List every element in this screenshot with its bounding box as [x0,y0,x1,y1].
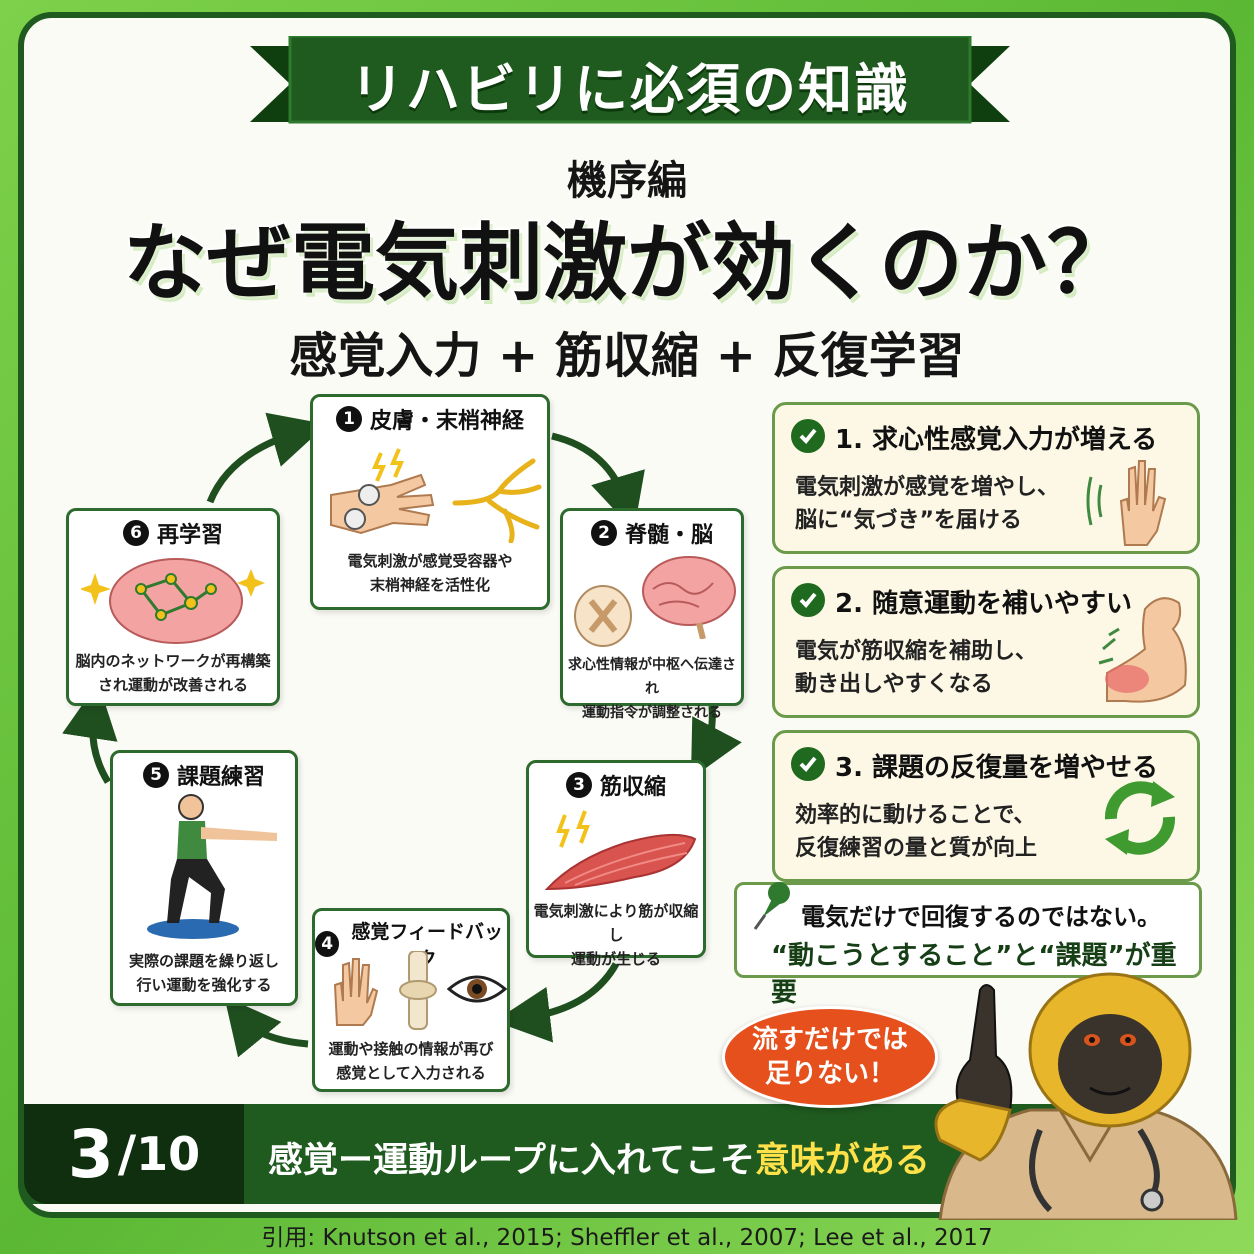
benefit-card-1: 1. 求心性感覚入力が増える 電気刺激が感覚を増やし、 脳に“気づき”を届ける [772,402,1200,554]
step-desc: 求心性情報が中枢へ伝達され 運動指令が調整される [568,657,736,721]
step-number: 4 [315,931,340,957]
benefit-body: 電気刺激が感覚を増やし、 脳に“気づき”を届ける [795,475,1060,533]
step-2-card: 2 脊髄・脳 求心性情報が中枢へ伝達され 運動指令が調整される [560,508,744,721]
arrow-6-1 [206,412,327,504]
tagline-highlight: 意味がある [754,1141,930,1181]
check-icon [791,747,825,781]
brain-icon [642,556,736,639]
note-line-2: “動こうとすること”と“課題”が重要 [771,941,1177,1008]
person-squat-icon [147,794,277,939]
eye-icon [447,975,507,1003]
step-number: 2 [590,520,617,546]
step-desc: 電気刺激が感覚受容器や 末梢神経を活性化 [347,552,513,594]
check-icon [791,583,825,617]
step-number: 6 [122,520,149,546]
tagline: 感覚ー運動ループに入れてこそ意味がある [268,1132,930,1183]
arrow-3-4 [494,962,620,1043]
benefit-body: 効率的に動けることで、 反復練習の量と質が向上 [795,803,1038,861]
step-4-card: 4感覚フィードバック 運動や接触の情報が再び 感覚として入力される [312,908,510,1092]
page-separator: / [117,1125,137,1183]
formula: 感覚入力 + 筋収縮 + 反復学習 [289,328,965,384]
header-banner: リハビリに必須の知識 [250,36,1010,132]
step-title: 皮膚・末梢神経 [369,409,524,434]
benefit-card-3: 3. 課題の反復量を増やせる 効率的に動けることで、 反復練習の量と質が向上 [772,730,1200,882]
arrow-2-3 [690,705,742,779]
step-number: 1 [335,406,362,432]
step-5-card: 5 課題練習 実際の課題を繰り返し 行い運動を強化する [110,750,298,1006]
step-number: 3 [565,772,592,798]
tagline-main: 感覚ー運動ループに入れてこそ [268,1141,755,1181]
step-6-card: 6 再学習 脳内のネットワークが再構築 され運動が改善される [66,508,280,706]
page-indicator: 3/10 [24,1104,244,1204]
step-number: 5 [142,762,169,788]
knee-joint-icon [399,951,437,1030]
hand-electrode-icon [330,448,435,535]
step-title: 脊髄・脳 [624,523,713,548]
speech-bubble: 流すだけでは 足りない！ [722,1006,938,1108]
arm-icon [1098,597,1187,703]
main-title: なぜ電気刺激が効くのか？ [121,213,1132,314]
step-1-card: 1 皮膚・末梢神経 電気刺激が感覚受容器や 末梢神経を活性化 [310,394,550,610]
hand-icon [1086,460,1167,546]
note-line-1: 電気だけで回復するのではない。 [801,903,1161,931]
benefit-card-2: 2. 随意運動を補いやすい 電気が筋収縮を補助し、 動き出しやすくなる [772,566,1200,718]
spinal-cord-icon [574,585,632,647]
citation: 引用: Knutson et al., 2015; Sheffler et al… [261,1225,993,1251]
step-desc: 実際の課題を繰り返し 行い運動を強化する [128,952,279,994]
cycle-arrows [62,412,742,1058]
cycle-icon [1104,781,1176,855]
step-title: 課題練習 [176,765,265,790]
key-note: 電気だけで回復するのではない。 “動こうとすること”と“課題”が重要 [734,882,1202,1008]
banner-text: リハビリに必須の知識 [350,57,910,121]
arrow-1-2 [551,432,645,531]
step-desc: 電気刺激により筋が収縮し 運動が生じる [533,902,699,968]
page-total: 10 [136,1127,201,1181]
benefit-title: 3. 課題の反復量を増やせる [835,753,1159,783]
banner-ribbon [250,36,1010,124]
step-desc: 脳内のネットワークが再構築 され運動が改善される [75,652,271,694]
brain-network-icon [81,558,265,644]
arrow-5-6 [62,682,118,784]
hand-icon [333,958,379,1026]
nerve-icon [452,458,542,543]
step-title: 筋収縮 [599,775,666,800]
arrow-4-5 [224,996,309,1058]
benefit-body: 電気が筋収縮を補助し、 動き出しやすくなる [795,639,1038,697]
step-3-card: 3 筋収縮 電気刺激により筋が収縮し 運動が生じる [526,760,706,968]
benefit-title: 2. 随意運動を補いやすい [835,589,1133,619]
gorilla-mascot [934,972,1238,1220]
page-current: 3 [67,1115,114,1193]
subtitle: 機序編 [567,158,687,204]
muscle-icon [544,810,697,891]
step-title: 再学習 [156,523,223,548]
pushpin-icon [753,882,790,930]
benefit-title: 1. 求心性感覚入力が増える [835,425,1158,455]
check-icon [791,419,825,453]
step-desc: 運動や接触の情報が再び 感覚として入力される [328,1040,494,1082]
